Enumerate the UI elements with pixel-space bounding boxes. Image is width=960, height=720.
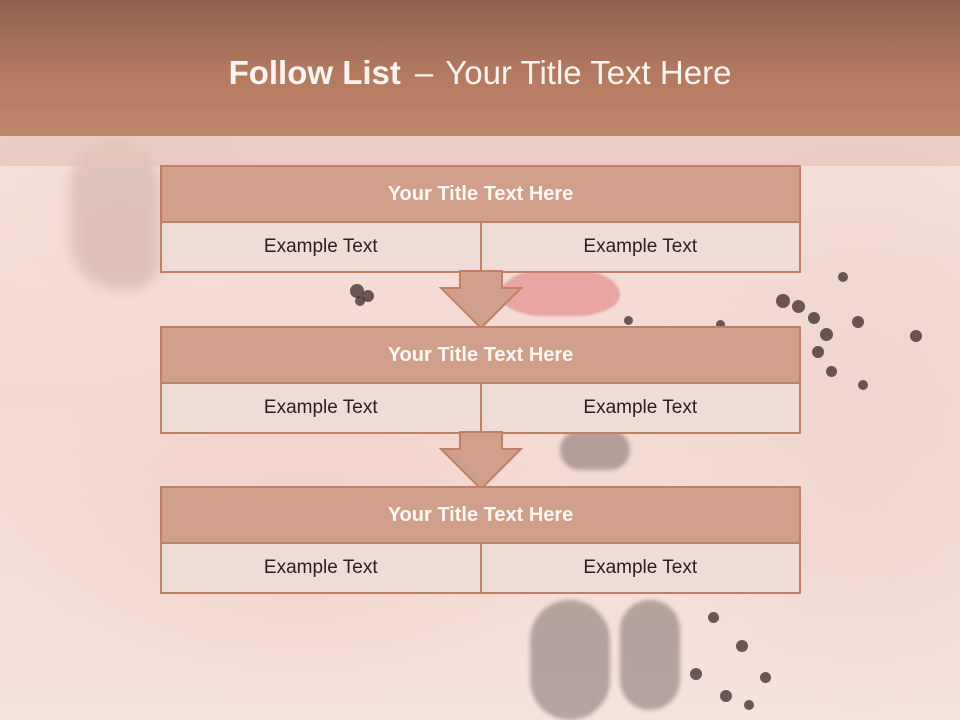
block-cell-right: Example Text (479, 384, 801, 434)
down-arrow-icon (438, 431, 524, 491)
list-block-3: Your Title Text Here Example Text Exampl… (160, 486, 801, 594)
block-cell-left: Example Text (160, 544, 482, 594)
lips-image (500, 268, 620, 316)
title-rest: Your Title Text Here (445, 54, 732, 91)
header-band (0, 0, 960, 136)
slide-title: Follow List–Your Title Text Here (0, 54, 960, 92)
header-strip (0, 136, 960, 166)
title-separator: – (414, 54, 434, 91)
block-title: Your Title Text Here (160, 326, 801, 384)
down-arrow-icon (438, 270, 524, 330)
block-title: Your Title Text Here (160, 486, 801, 544)
block-row: Example Text Example Text (160, 384, 801, 434)
block-row: Example Text Example Text (160, 544, 801, 594)
title-bold: Follow List (228, 54, 401, 91)
block-cell-left: Example Text (160, 384, 482, 434)
list-block-1: Your Title Text Here Example Text Exampl… (160, 165, 801, 273)
block-cell-right: Example Text (479, 544, 801, 594)
block-cell-left: Example Text (160, 223, 482, 273)
block-row: Example Text Example Text (160, 223, 801, 273)
block-title: Your Title Text Here (160, 165, 801, 223)
list-block-2: Your Title Text Here Example Text Exampl… (160, 326, 801, 434)
block-cell-right: Example Text (479, 223, 801, 273)
